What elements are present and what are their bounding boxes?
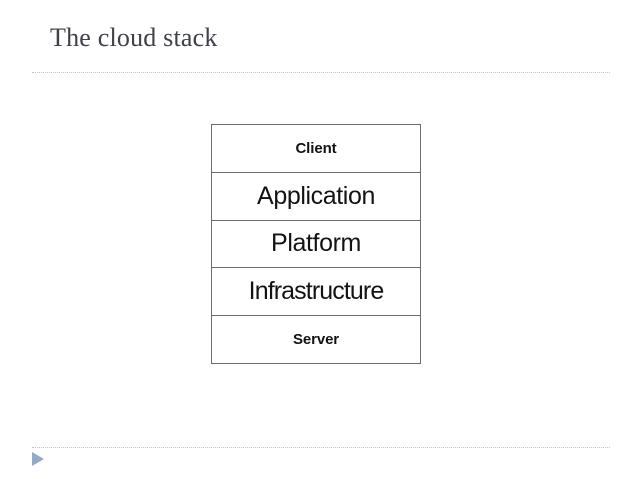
stack-layer-platform: Platform	[212, 221, 420, 269]
footer-divider-rule	[32, 447, 610, 448]
stack-layer-server: Server	[212, 316, 420, 363]
stack-layer-label: Client	[295, 139, 337, 157]
page-title: The cloud stack	[50, 23, 218, 52]
stack-layer-client: Client	[212, 125, 420, 173]
stack-layer-label: Platform	[271, 229, 361, 258]
triangle-right-icon	[32, 452, 44, 466]
stack-layer-label: Application	[257, 181, 375, 210]
stack-layer-label: Server	[292, 331, 340, 349]
cloud-stack-diagram: Client Application Platform Infrastructu…	[211, 124, 421, 364]
stack-layer-application: Application	[212, 173, 420, 221]
stack-layer-label: Infrastructure	[248, 277, 385, 306]
stack-layer-infrastructure: Infrastructure	[212, 268, 420, 317]
title-divider-rule	[32, 72, 610, 73]
